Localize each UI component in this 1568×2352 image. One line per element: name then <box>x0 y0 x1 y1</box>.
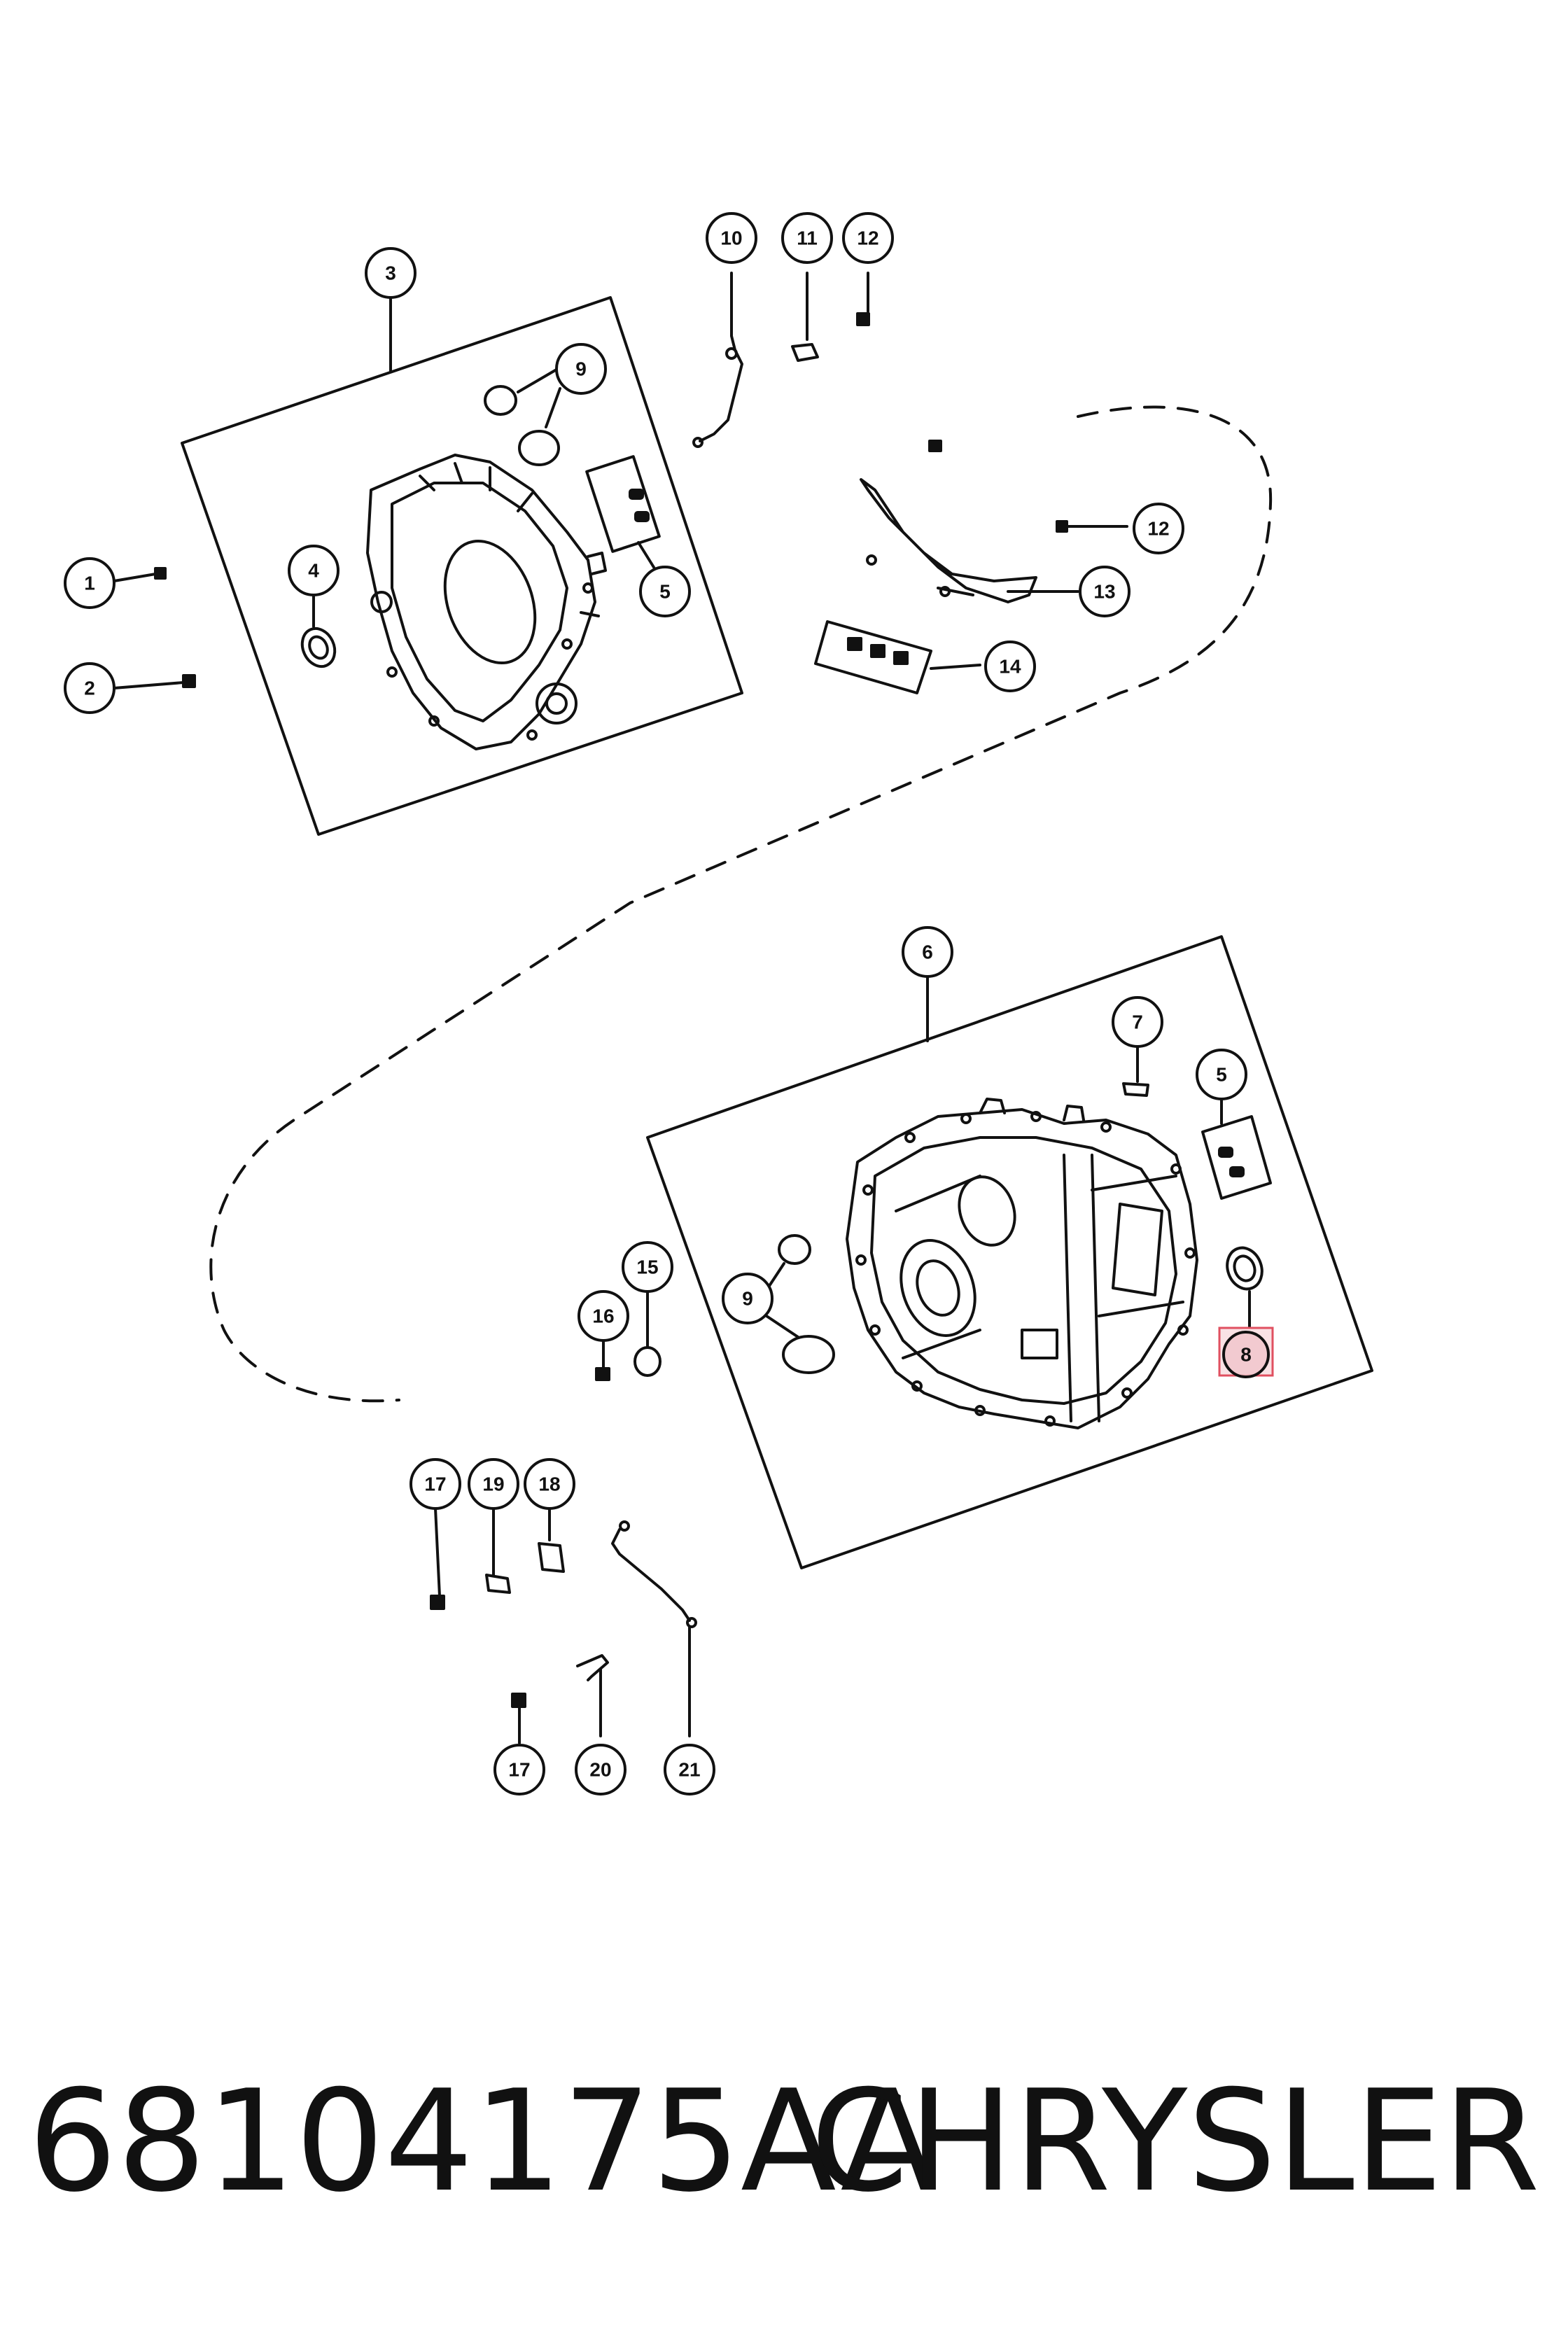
callout-label-9b: 9 <box>742 1288 753 1310</box>
transaxle-case <box>846 1098 1198 1429</box>
bolt-2 <box>113 674 196 690</box>
bolt-1 <box>113 567 167 582</box>
converter-housing <box>366 454 607 750</box>
callout-circle-13 <box>1079 566 1130 617</box>
plug-kit-5a <box>585 455 661 553</box>
callout-label-3: 3 <box>385 262 396 284</box>
bracket-20 <box>576 1654 609 1681</box>
callout-circle-11 <box>781 212 833 264</box>
callout-label-9a: 9 <box>575 358 587 380</box>
seal-4 <box>300 626 337 668</box>
callout-circle-12b <box>1133 503 1184 554</box>
bolt-12a <box>856 312 870 326</box>
callout-circle-9a <box>555 343 607 395</box>
callout-label-6: 6 <box>922 941 933 963</box>
bolt-16 <box>595 1367 610 1381</box>
dipstick-tube-10 <box>699 272 743 442</box>
clip-18 <box>538 1542 565 1573</box>
callout-circle-3 <box>365 247 416 299</box>
callout-circle-8 <box>1222 1331 1270 1378</box>
plug-kit-14 <box>814 620 932 694</box>
callout-circle-4 <box>288 545 340 596</box>
callout-label-13: 13 <box>1093 581 1115 603</box>
callout-label-2: 2 <box>84 678 95 699</box>
callout-circle-15 <box>622 1241 673 1293</box>
callout-circle-9b <box>722 1273 774 1324</box>
callout-circle-16 <box>578 1290 629 1342</box>
bracket-11 <box>791 343 819 362</box>
callout-label-4: 4 <box>308 560 319 582</box>
callout-circle-10 <box>706 212 757 264</box>
callout-label-20: 20 <box>589 1759 611 1781</box>
callout-circle-12a <box>842 212 894 264</box>
callout-circle-17b <box>493 1744 545 1795</box>
o-ring-9a <box>484 385 517 416</box>
callout-label-16: 16 <box>592 1306 614 1327</box>
o-ring-9c <box>778 1234 811 1265</box>
washer-15 <box>634 1346 662 1377</box>
o-ring-9d <box>782 1335 835 1374</box>
clip-19 <box>485 1574 511 1594</box>
tube-21 <box>611 1528 691 1622</box>
callout-label-10: 10 <box>720 227 742 249</box>
drain-plug-7 <box>1122 1082 1149 1097</box>
callout-circle-20 <box>575 1744 626 1795</box>
callout-label-8: 8 <box>1240 1344 1252 1366</box>
seal-8 <box>1226 1246 1264 1291</box>
upper-panel-frame <box>181 296 743 836</box>
bolt-12b <box>928 440 942 452</box>
callout-label-5a: 5 <box>659 581 671 603</box>
part-number: 68104175AA <box>28 2060 937 2223</box>
callout-label-1: 1 <box>84 573 95 594</box>
shield-13 <box>860 478 1037 603</box>
plug-kit-5b <box>1201 1115 1272 1200</box>
callout-label-12a: 12 <box>857 227 878 249</box>
callout-label-17b: 17 <box>508 1759 530 1781</box>
callout-circle-2 <box>64 662 115 714</box>
callout-circle-7 <box>1112 996 1163 1048</box>
callout-circle-5b <box>1196 1049 1247 1100</box>
callout-circle-18 <box>524 1458 575 1510</box>
footer: 68104175AA CHRYSLER <box>0 2051 1568 2233</box>
callout-circle-5a <box>639 566 691 617</box>
callout-circle-21 <box>664 1744 715 1795</box>
dashed-connector <box>209 405 1273 1403</box>
callout-label-14: 14 <box>999 656 1021 678</box>
bolt-17b <box>511 1693 526 1708</box>
callout-circle-1 <box>64 557 115 609</box>
callout-circle-14 <box>984 640 1036 692</box>
callout-label-18: 18 <box>538 1474 560 1495</box>
bolt-17a <box>430 1595 445 1610</box>
callout-label-7: 7 <box>1132 1011 1143 1033</box>
callout-label-12b: 12 <box>1147 518 1169 540</box>
callout-circle-19 <box>468 1458 519 1510</box>
callout-label-19: 19 <box>482 1474 504 1495</box>
brand-name: CHRYSLER <box>810 2060 1540 2223</box>
callout-label-21: 21 <box>678 1759 700 1781</box>
callout-label-11: 11 <box>797 227 818 249</box>
o-ring-9b <box>518 430 560 466</box>
callout-label-5b: 5 <box>1216 1064 1227 1086</box>
callout-label-15: 15 <box>636 1256 658 1278</box>
lower-panel-frame <box>646 935 1373 1569</box>
callout-circle-6 <box>902 926 953 978</box>
callout-circle-17a <box>410 1458 461 1510</box>
bolt-12c <box>1056 520 1068 533</box>
callout-label-17a: 17 <box>424 1474 446 1495</box>
